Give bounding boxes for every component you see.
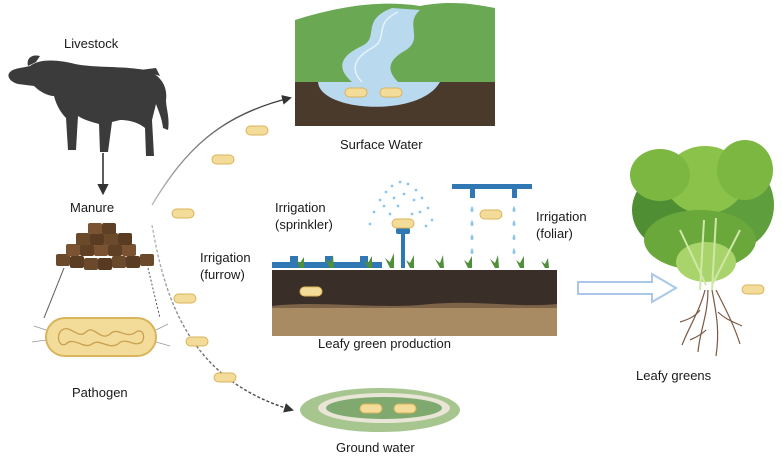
production-to-leafy-greens-arrow <box>577 272 678 304</box>
zoom-line-left <box>43 267 65 319</box>
zoom-line-right <box>147 267 161 319</box>
label-irrigation-sprinkler-line2: (sprinkler) <box>275 217 333 232</box>
label-pathogen: Pathogen <box>72 385 128 400</box>
label-surface-water: Surface Water <box>340 137 423 152</box>
label-irrigation-furrow-line1: Irrigation <box>200 250 251 265</box>
lettuce-icon <box>630 140 774 357</box>
label-leafy-green-production: Leafy green production <box>318 336 451 351</box>
label-manure: Manure <box>70 200 115 215</box>
pathogen-particles <box>171 87 765 414</box>
manure-pile-icon <box>56 223 154 270</box>
label-irrigation-foliar-line1: Irrigation <box>536 209 587 224</box>
label-irrigation-sprinkler-line1: Irrigation <box>275 200 326 215</box>
label-irrigation-foliar-line2: (foliar) <box>536 226 573 241</box>
label-ground-water: Ground water <box>336 440 415 455</box>
label-leafy-greens: Leafy greens <box>636 368 712 383</box>
manure-to-ground-water-arrow <box>151 224 294 413</box>
label-livestock: Livestock <box>64 36 119 51</box>
surface-water-scene <box>295 2 495 126</box>
buffalo-icon <box>8 55 169 156</box>
bacterium-icon <box>31 317 171 357</box>
sprinkler-icon <box>396 228 410 234</box>
label-irrigation-furrow-line2: (furrow) <box>200 267 245 282</box>
manure-to-surface-water-arrow <box>151 95 292 206</box>
